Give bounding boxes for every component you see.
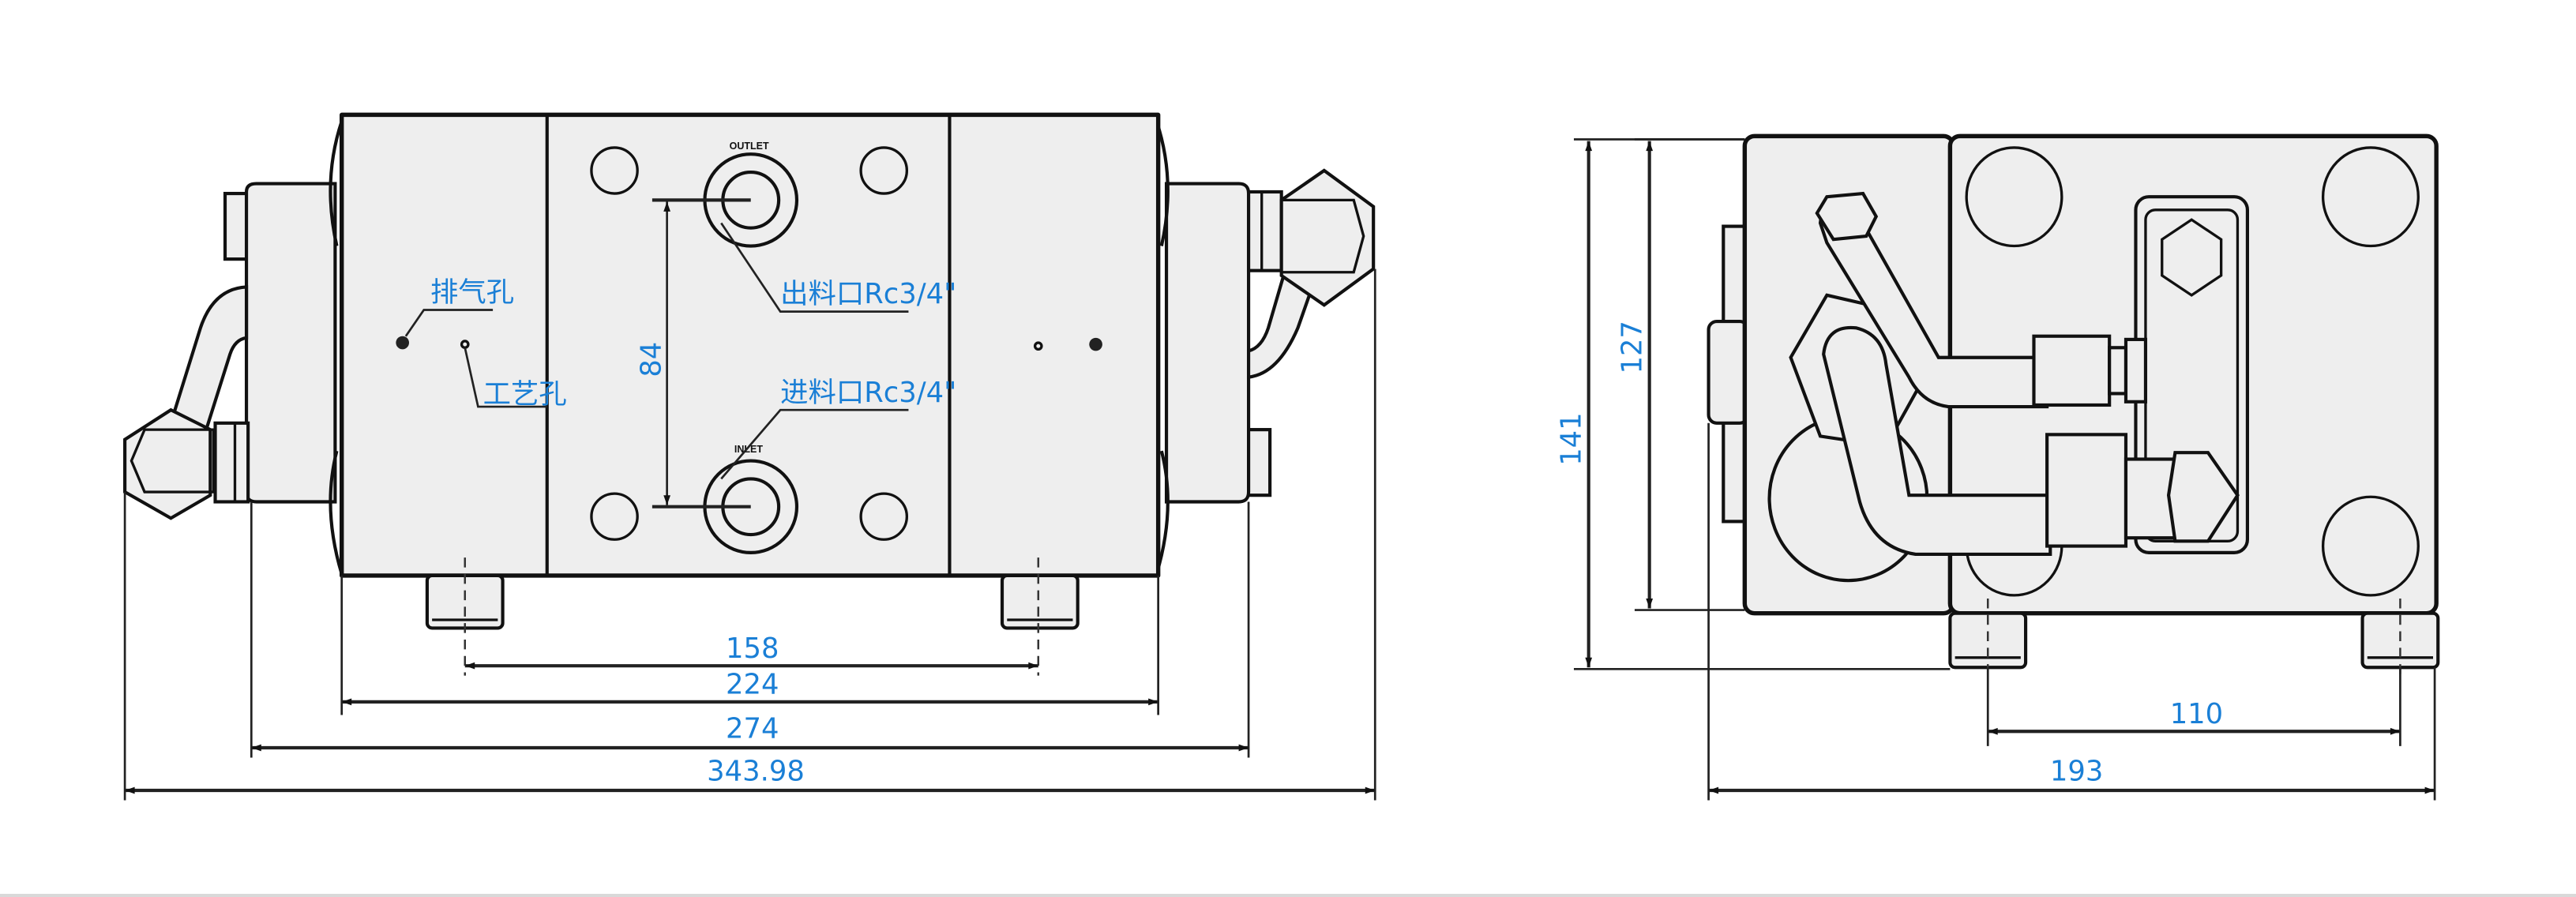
- lower-pipe: [1822, 325, 2052, 557]
- bolt-hole: [590, 146, 639, 195]
- right-fitting: [1164, 168, 1376, 504]
- side-boss-cap: [1707, 319, 1750, 425]
- front-view: OUTLET INLET 排气孔 工艺孔 出料口Rc3/4" 进料口Rc3/4"…: [123, 112, 1376, 801]
- dimension-width-with-covers: 274: [726, 713, 779, 745]
- right-hex-nut: [1279, 168, 1376, 307]
- dimension-side-foot-spacing: 110: [2170, 698, 2223, 730]
- vent-hole-right: [1089, 337, 1102, 351]
- upper-pipe-nut: [1815, 191, 1879, 242]
- dimension-overall-width: 343.98: [707, 756, 805, 788]
- bolt-hole: [2321, 495, 2420, 597]
- outlet-marking: OUTLET: [730, 141, 769, 152]
- inlet-port-label: 进料口Rc3/4": [780, 377, 956, 409]
- bolt-hole: [2321, 146, 2420, 248]
- left-fitting: [123, 182, 337, 520]
- dimension-overall-depth: 193: [2050, 756, 2103, 788]
- dimension-body-width: 224: [726, 669, 779, 701]
- hex-plug-icon: [2161, 218, 2223, 297]
- bolt-hole: [590, 492, 639, 541]
- vent-hole-label: 排气孔: [430, 276, 514, 309]
- right-nut-face: [1281, 198, 1365, 274]
- right-end-cover: [1164, 182, 1251, 504]
- right-small-boss: [1245, 428, 1272, 497]
- vent-hole: [396, 336, 410, 350]
- dimension-overall-height: 141: [1555, 412, 1587, 465]
- left-nut-face: [130, 428, 216, 494]
- left-nipple: [213, 421, 250, 504]
- left-hex-nut: [123, 407, 212, 520]
- foot-right: [1000, 573, 1080, 630]
- dimension-foot-spacing: 158: [726, 632, 779, 665]
- process-hole-right: [1033, 341, 1043, 351]
- process-hole-label: 工艺孔: [483, 378, 567, 411]
- bolt-hole: [859, 146, 909, 195]
- bottom-border: [0, 894, 2576, 897]
- inlet-marking: INLET: [734, 444, 763, 455]
- lower-connector-nut: [2166, 451, 2240, 543]
- bolt-hole: [1965, 146, 2063, 248]
- main-body: [340, 112, 1161, 578]
- upper-connector: [2032, 334, 2112, 407]
- side-view: 141 127 110 193: [1555, 133, 2440, 801]
- dimension-body-height: 127: [1616, 321, 1648, 373]
- dimension-port-spacing: 84: [635, 342, 667, 377]
- right-nipple: [1246, 190, 1283, 272]
- left-end-cover: [244, 182, 337, 504]
- outlet-port-label: 出料口Rc3/4": [780, 278, 956, 310]
- lower-connector: [2045, 433, 2128, 548]
- bolt-hole: [859, 492, 909, 541]
